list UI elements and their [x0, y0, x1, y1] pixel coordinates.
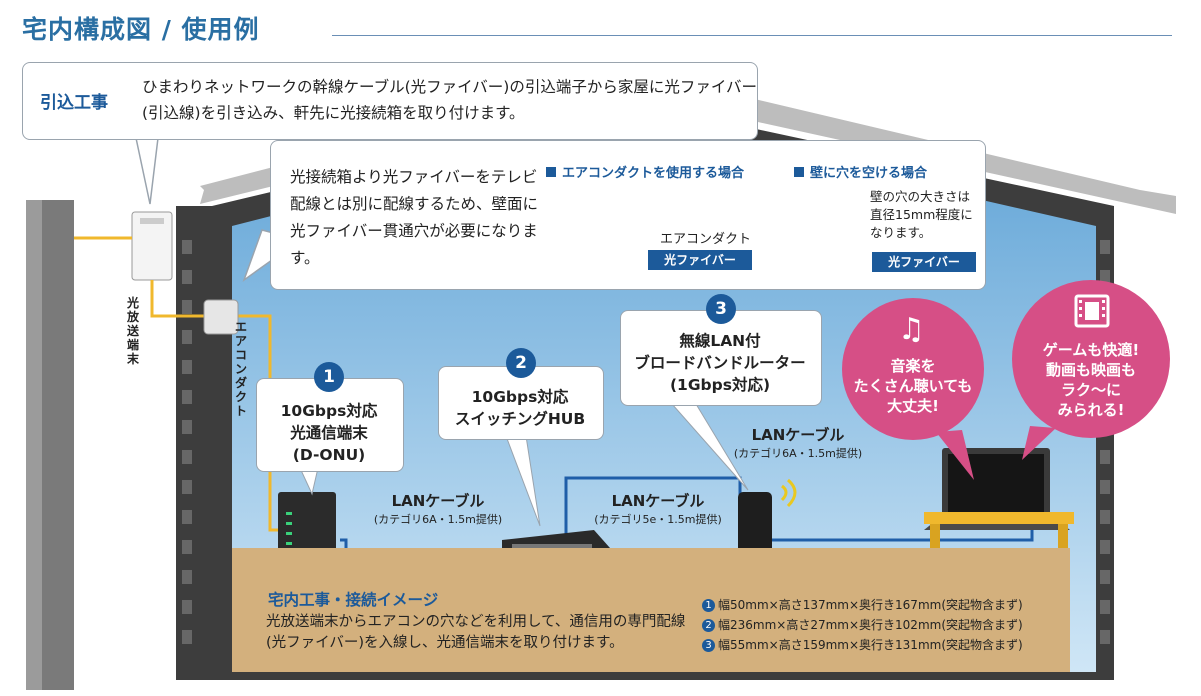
device-2-callout	[438, 366, 604, 440]
device-1-number: 1	[314, 362, 344, 392]
device-3-label: 無線LAN付ブロードバンドルーター(1Gbps対応)	[634, 332, 806, 394]
device-2-label: 10Gbps対応スイッチングHUB	[454, 388, 586, 428]
wall-heading: 壁に穴を空ける場合	[794, 162, 927, 181]
desk	[924, 512, 1074, 524]
game-bubble-text: ゲームも快適!動画も映画もラク～にみられる!	[1042, 341, 1140, 419]
lan-cable-label-3: LANケーブル(カテゴリ6A・1.5m提供)	[733, 426, 863, 460]
terminal-vertical-label: 光放送端末	[126, 296, 139, 366]
music-bubble	[842, 298, 984, 440]
hikikomi-callout	[22, 62, 758, 140]
film-icon	[1074, 294, 1110, 328]
aircon-duct	[203, 299, 239, 335]
aircon-duct-label: エアコンダクト	[660, 232, 752, 247]
fiber-callout	[270, 140, 986, 290]
hikikomi-description: ひまわりネットワークの幹線ケーブル(光ファイバー)の引込端子から家屋に光ファイバ…	[142, 78, 758, 122]
page-title: 宅内構成図 / 使用例	[22, 15, 260, 44]
aircon-duct-vertical-label: エアコンダクト	[234, 320, 247, 418]
floor-area	[232, 548, 1070, 672]
wall-hole-note: 壁の穴の大きさは直径15mm程度になります。	[870, 189, 973, 240]
music-bubble-text: 音楽をたくさん聴いても大丈夫!	[853, 357, 973, 415]
device-2-number: 2	[506, 348, 536, 378]
device-3-callout	[620, 310, 822, 406]
fiber-description: 光接続箱より光ファイバーをテレビ配線とは別に配線するため、壁面に光ファイバー貫通…	[290, 168, 539, 267]
aircon-heading: エアコンダクトを使用する場合	[546, 162, 744, 181]
wall-fiber-tag: 光ファイバー	[872, 252, 976, 272]
onu-device	[278, 492, 336, 564]
hikikomi-label: 引込工事	[40, 93, 108, 113]
lan-cable-label-1: LANケーブル(カテゴリ6A・1.5m提供)	[373, 492, 503, 526]
lan-cable-label-2: LANケーブル(カテゴリ5e・1.5m提供)	[594, 492, 722, 526]
music-note-icon: ♫	[898, 312, 925, 347]
square-icon	[546, 167, 556, 177]
floor-title: 宅内工事・接続イメージ	[268, 591, 439, 609]
device-3-number: 3	[706, 294, 736, 324]
device-1-label: 10Gbps対応光通信端末(D-ONU)	[280, 402, 378, 464]
square-icon	[794, 167, 804, 177]
floor-description: 光放送端末からエアコンの穴などを利用して、通信用の専門配線(光ファイバー)を入線…	[266, 614, 686, 651]
aircon-fiber-tag: 光ファイバー	[648, 250, 752, 270]
title-divider	[332, 35, 1172, 36]
